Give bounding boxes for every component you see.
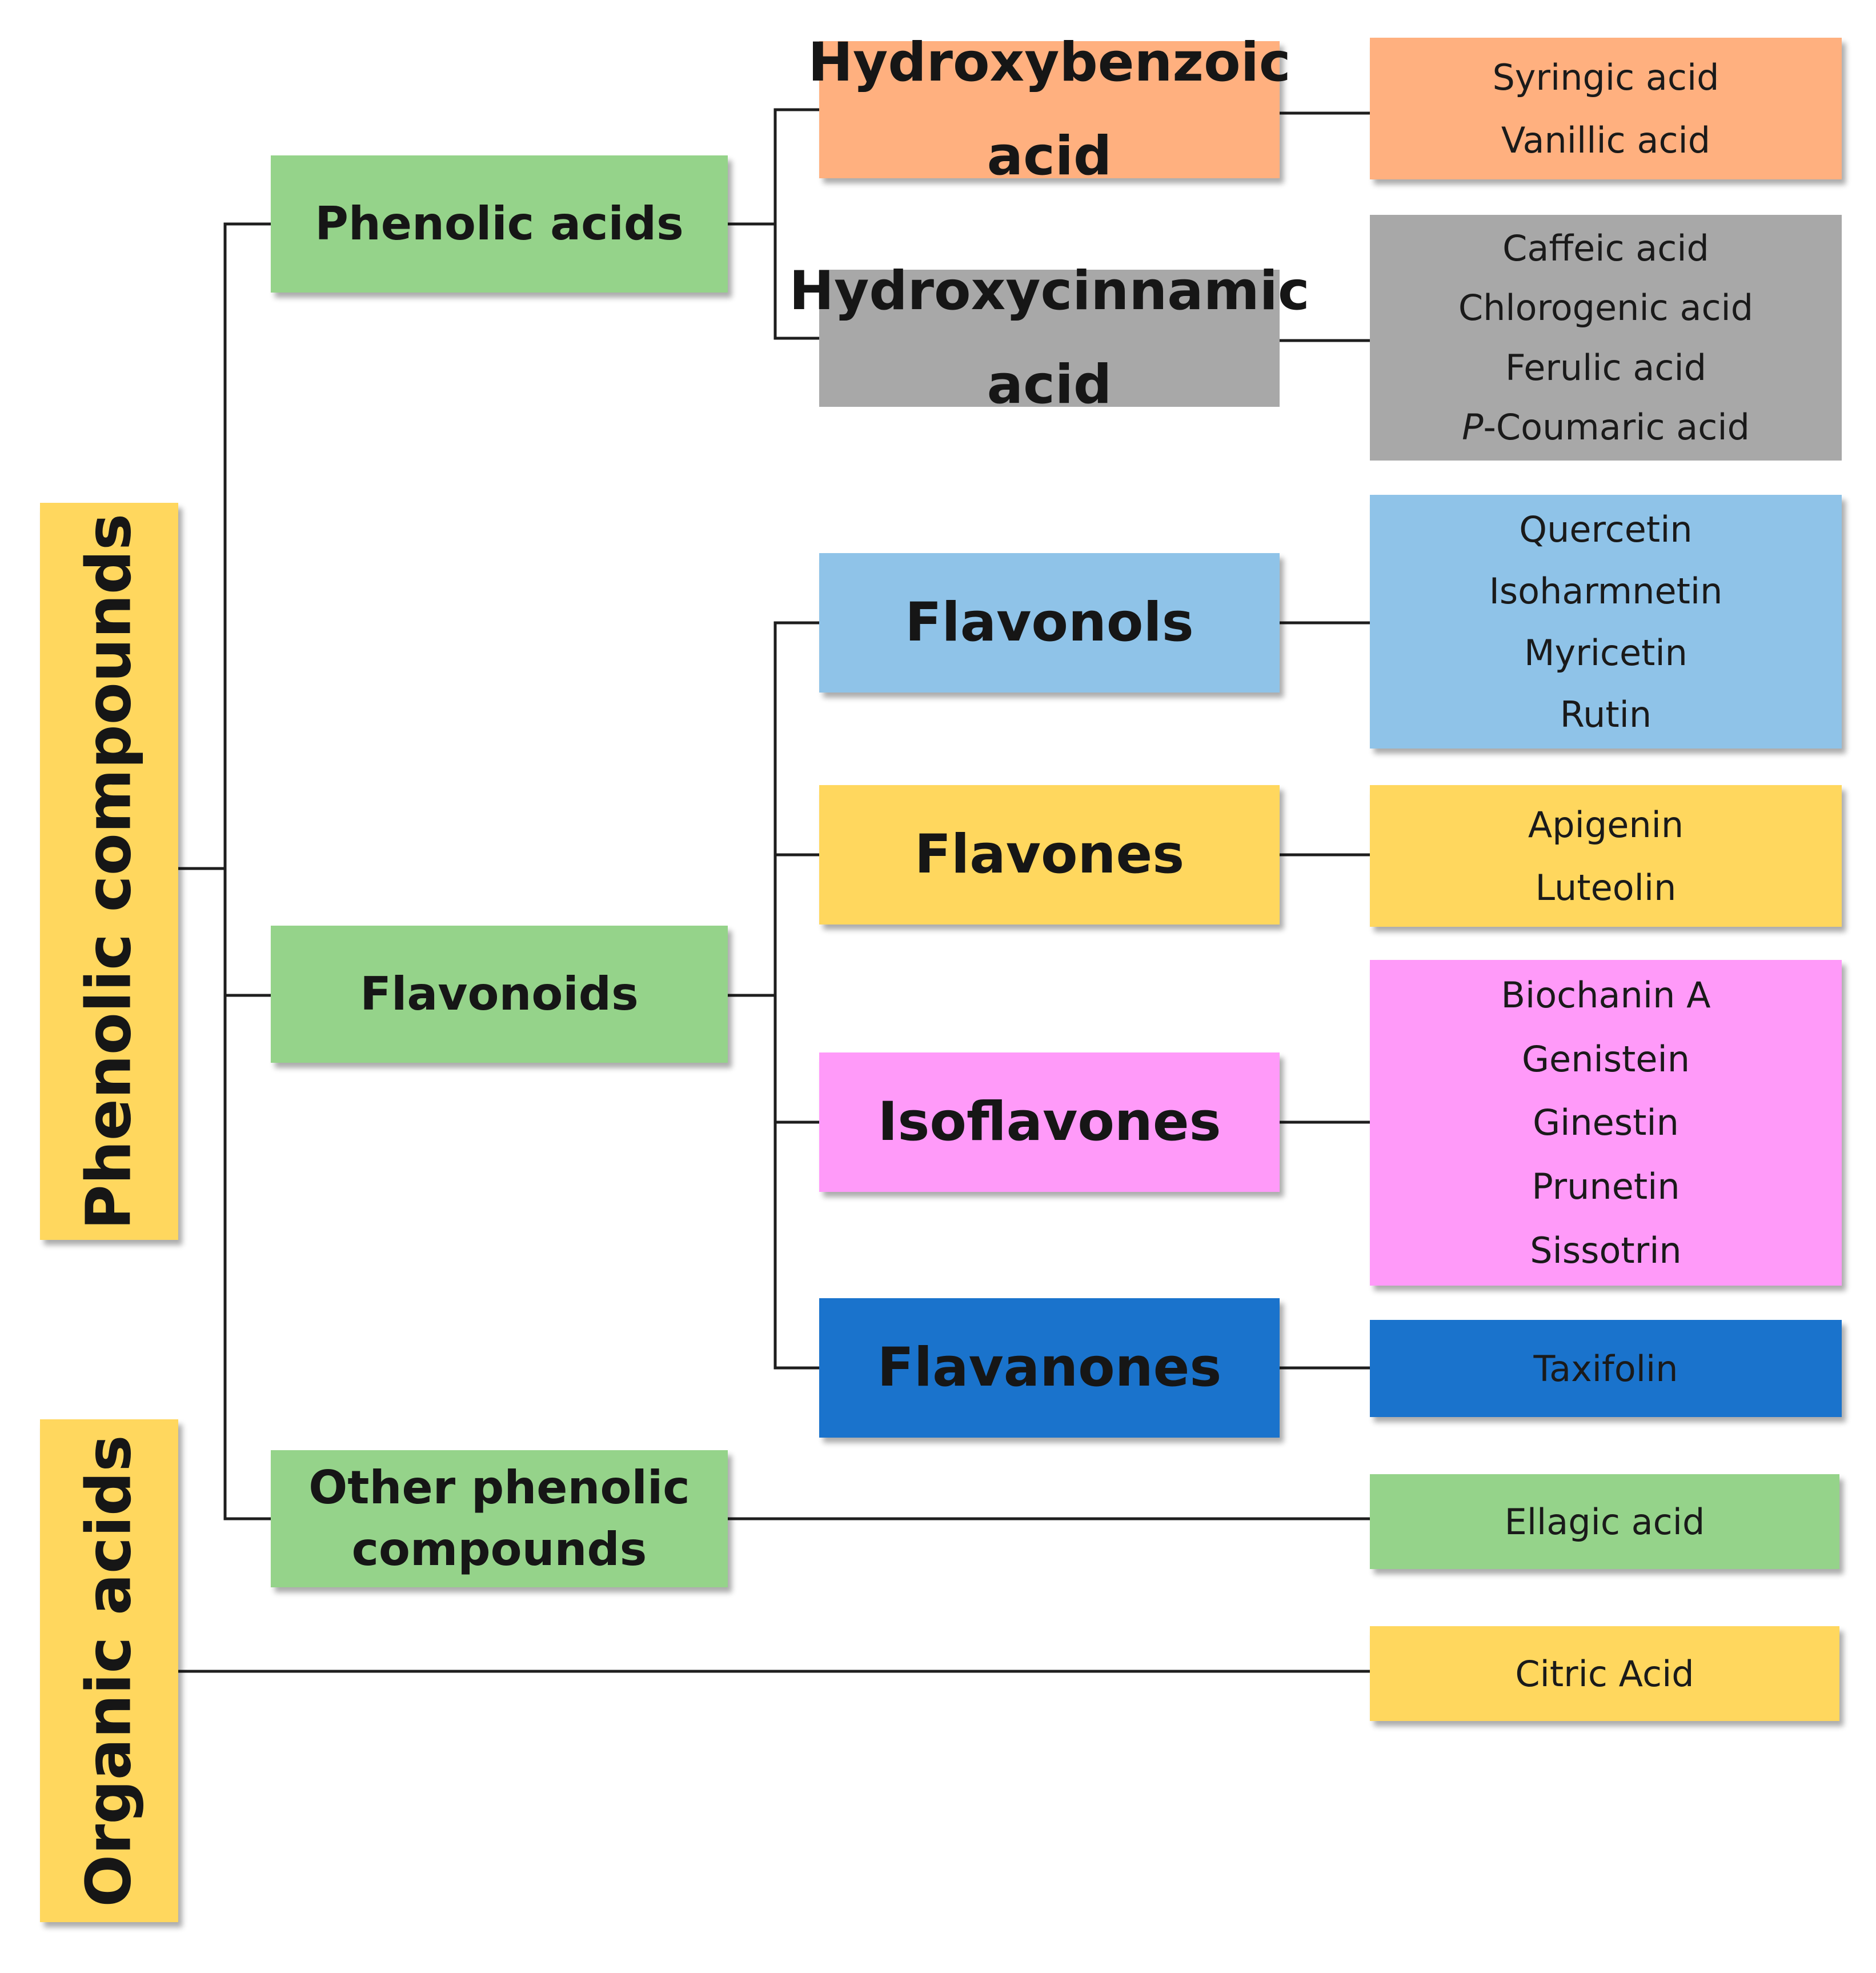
- compound-rutin: Rutin: [1560, 693, 1652, 735]
- other-phenolic-label-line2: compounds: [351, 1523, 647, 1576]
- flavonols-node: Flavonols: [819, 553, 1280, 693]
- hydroxycinnamic-compounds-box: Caffeic acid Chlorogenic acid Ferulic ac…: [1370, 215, 1842, 461]
- flavonoids-node: Flavonoids: [271, 926, 728, 1063]
- compound-chlorogenic-acid: Chlorogenic acid: [1458, 287, 1754, 329]
- compound-quercetin: Quercetin: [1519, 508, 1693, 550]
- flavones-compounds-box: Apigenin Luteolin: [1370, 785, 1842, 927]
- compound-caffeic-acid: Caffeic acid: [1502, 227, 1709, 269]
- compound-ferulic-acid: Ferulic acid: [1505, 346, 1707, 389]
- isoflavones-compounds-box: Biochanin A Genistein Ginestin Prunetin …: [1370, 960, 1842, 1286]
- flavonols-compounds-box: Quercetin Isoharmnetin Myricetin Rutin: [1370, 495, 1842, 749]
- organic-acids-compounds-box: Citric Acid: [1370, 1626, 1839, 1721]
- flavanones-compounds-box: Taxifolin: [1370, 1320, 1842, 1417]
- compound-luteolin: Luteolin: [1535, 866, 1677, 909]
- hydroxybenzoic-compounds-box: Syringic acid Vanillic acid: [1370, 38, 1842, 179]
- p-coumaric-prefix: P: [1462, 406, 1484, 449]
- compound-taxifolin: Taxifolin: [1533, 1347, 1678, 1390]
- compound-p-coumaric-acid: P-Coumaric acid: [1462, 406, 1750, 448]
- flavonols-label: Flavonols: [905, 591, 1194, 654]
- isoflavones-node: Isoflavones: [819, 1052, 1280, 1192]
- organic-acids-root: Organic acids: [40, 1419, 178, 1922]
- compound-sissotrin: Sissotrin: [1530, 1229, 1682, 1271]
- isoflavones-label: Isoflavones: [877, 1091, 1221, 1154]
- hydroxybenzoic-acid-node: Hydroxybenzoic acid: [808, 31, 1290, 188]
- flavones-label: Flavones: [914, 823, 1185, 886]
- phenolic-acids-label: Phenolic acids: [315, 197, 684, 250]
- flavanones-label: Flavanones: [877, 1336, 1222, 1399]
- compound-syringic-acid: Syringic acid: [1492, 56, 1719, 98]
- hydroxycinnamic-label-line2: acid: [987, 354, 1112, 416]
- compound-genistein: Genistein: [1522, 1038, 1690, 1080]
- compound-myricetin: Myricetin: [1524, 631, 1687, 674]
- compound-ellagic-acid: Ellagic acid: [1504, 1500, 1705, 1543]
- compound-prunetin: Prunetin: [1532, 1166, 1680, 1208]
- compound-apigenin: Apigenin: [1528, 803, 1684, 846]
- flavanones-node: Flavanones: [819, 1298, 1280, 1438]
- hydroxycinnamic-acid-node: Hydroxycinnamic acid: [789, 260, 1309, 417]
- phenolic-compounds-label: Phenolic compounds: [73, 513, 145, 1230]
- flavones-node: Flavones: [819, 785, 1280, 925]
- phenolic-compounds-root: Phenolic compounds: [40, 503, 178, 1240]
- hydroxycinnamic-label-line1: Hydroxycinnamic: [789, 259, 1310, 322]
- p-coumaric-rest: -Coumaric acid: [1483, 406, 1750, 449]
- organic-acids-label: Organic acids: [73, 1434, 145, 1907]
- phenolic-acids-node: Phenolic acids: [271, 155, 728, 293]
- compound-vanillic-acid: Vanillic acid: [1501, 119, 1711, 161]
- compound-citric-acid: Citric Acid: [1515, 1652, 1694, 1695]
- other-phenolic-node: Other phenolic compounds: [271, 1450, 728, 1587]
- other-phenolic-compounds-box: Ellagic acid: [1370, 1474, 1839, 1569]
- other-phenolic-label-line1: Other phenolic: [308, 1461, 690, 1514]
- compound-biochanin-a: Biochanin A: [1501, 974, 1711, 1016]
- flavonoids-label: Flavonoids: [360, 967, 639, 1020]
- hydroxybenzoic-label-line1: Hydroxybenzoic: [808, 31, 1291, 94]
- compound-isoharmnetin: Isoharmnetin: [1489, 570, 1723, 612]
- hydroxybenzoic-label-line2: acid: [987, 125, 1112, 187]
- compound-ginestin: Ginestin: [1533, 1102, 1679, 1144]
